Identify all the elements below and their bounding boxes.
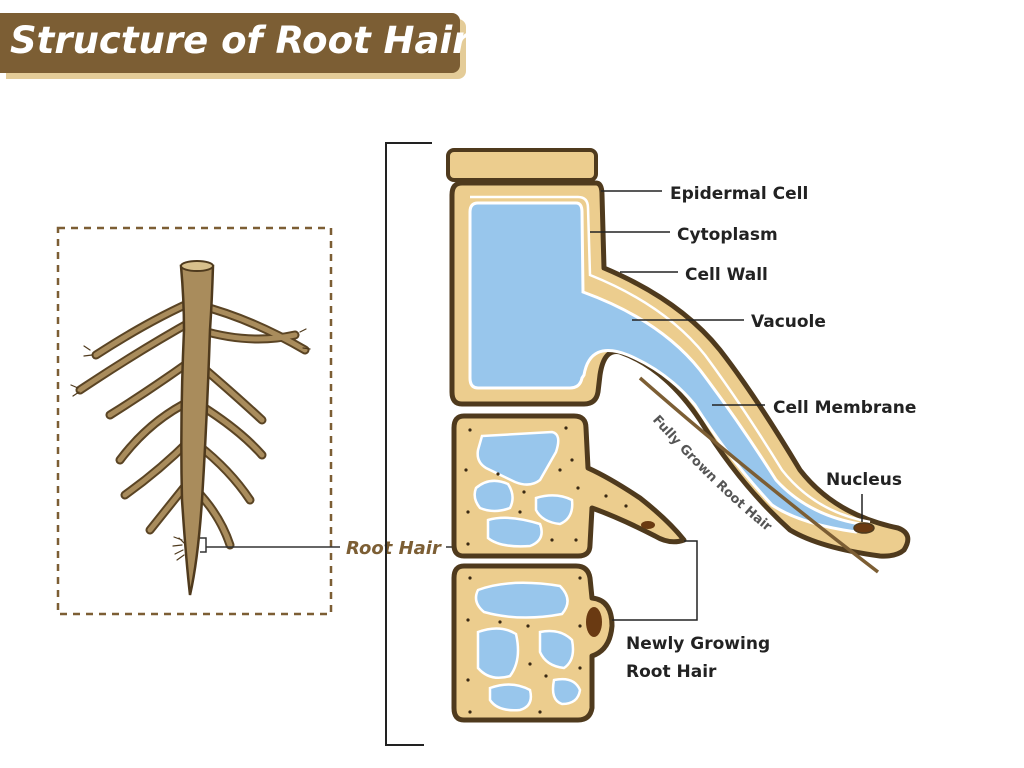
middle-epidermal-cell (451, 413, 687, 559)
bottom-epidermal-cell (451, 563, 615, 723)
label-epidermal-cell: Epidermal Cell (670, 184, 808, 204)
label-cytoplasm: Cytoplasm (677, 225, 778, 245)
fully-grown-curve-line (638, 376, 880, 574)
label-newly-growing-line2: Root Hair (626, 662, 717, 682)
leader-lines (590, 190, 863, 621)
title-banner-face: Structure of Root Hair (0, 13, 470, 73)
label-nucleus: Nucleus (826, 470, 902, 490)
top-cap-cell (446, 148, 598, 182)
root-system-illustration (70, 260, 311, 596)
nucleus-shape (853, 522, 875, 534)
label-cell-wall: Cell Wall (685, 265, 768, 285)
title-banner: Structure of Root Hair (0, 13, 470, 79)
label-newly-growing-line1: Newly Growing (626, 634, 770, 654)
root-system-frame (56, 226, 333, 616)
root-hair-marker-line (200, 537, 340, 553)
page-title: Structure of Root Hair (10, 19, 471, 62)
label-vacuole: Vacuole (751, 312, 826, 332)
section-bracket (385, 142, 432, 746)
label-cell-membrane: Cell Membrane (773, 398, 916, 418)
label-root-hair: Root Hair (346, 538, 442, 559)
